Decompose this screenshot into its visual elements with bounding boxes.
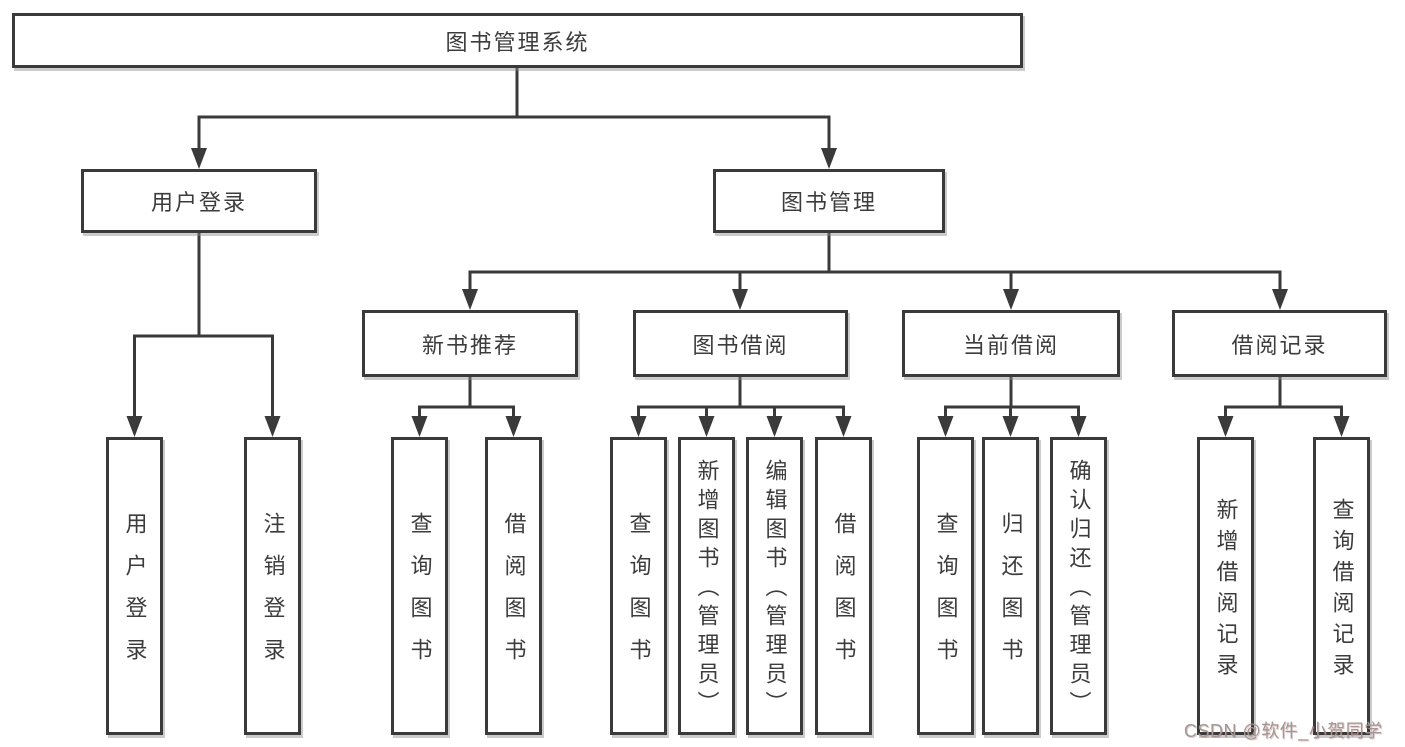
node-label: 图书管理系统	[445, 29, 590, 55]
node-label: 用户登录	[122, 512, 148, 680]
node-user-login: 用户登录	[81, 169, 317, 233]
leaf-borrowing-borrow-books: 借阅图书	[815, 437, 872, 735]
leaf-records-query-record: 查询借阅记录	[1313, 437, 1370, 735]
leaf-current-return-books: 归还图书	[982, 437, 1039, 735]
node-label: 新增借阅记录	[1213, 497, 1239, 684]
node-book-management: 图书管理	[713, 169, 945, 233]
node-label: 归还图书	[998, 512, 1024, 680]
leaf-borrowing-edit-books-admin: 编辑图书（管理员）	[746, 437, 803, 735]
node-label: 当前借阅	[962, 332, 1059, 358]
leaf-user-login: 用户登录	[106, 437, 163, 735]
node-label: 新增图书（管理员）	[694, 459, 720, 720]
leaf-recommend-borrow-books: 借阅图书	[485, 437, 542, 735]
leaf-current-confirm-return-admin: 确认归还（管理员）	[1050, 437, 1107, 735]
node-label: 注销登录	[260, 512, 286, 680]
node-label: 图书借阅	[692, 332, 789, 358]
leaf-records-add-record: 新增借阅记录	[1197, 437, 1254, 735]
node-label: 新书推荐	[421, 332, 518, 358]
leaf-borrowing-add-books-admin: 新增图书（管理员）	[678, 437, 735, 735]
node-borrowing-records: 借阅记录	[1172, 310, 1387, 377]
node-label: 查询图书	[626, 512, 652, 680]
node-label: 确认归还（管理员）	[1066, 459, 1092, 720]
node-current-borrowing: 当前借阅	[902, 310, 1120, 377]
node-label: 借阅记录	[1231, 332, 1328, 358]
node-label: 借阅图书	[831, 512, 857, 680]
node-label: 用户登录	[150, 190, 247, 215]
node-book-management-system: 图书管理系统	[12, 13, 1023, 68]
node-book-borrowing: 图书借阅	[633, 310, 848, 377]
node-label: 查询借阅记录	[1329, 497, 1355, 684]
leaf-current-query-books: 查询图书	[917, 437, 974, 735]
leaf-borrowing-query-books: 查询图书	[610, 437, 667, 735]
node-label: 图书管理	[780, 190, 877, 215]
leaf-recommend-query-books: 查询图书	[391, 437, 448, 735]
node-label: 查询图书	[407, 512, 433, 680]
leaf-logout: 注销登录	[244, 437, 301, 735]
csdn-watermark: CSDN @软件_小贺同学	[1184, 721, 1383, 741]
node-label: 查询图书	[933, 512, 959, 680]
node-label: 借阅图书	[501, 512, 527, 680]
node-new-book-recommend: 新书推荐	[362, 310, 578, 377]
node-label: 编辑图书（管理员）	[762, 459, 788, 720]
